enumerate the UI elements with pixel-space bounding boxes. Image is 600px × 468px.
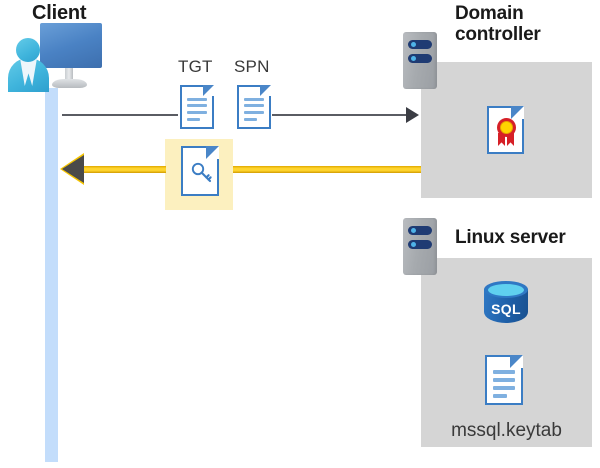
client-title: Client bbox=[32, 2, 87, 24]
certificate-document-icon bbox=[487, 106, 524, 154]
doc-text-line bbox=[187, 104, 207, 107]
response-arrow-segment-left bbox=[78, 166, 166, 173]
domain-controller-title: Domain controller bbox=[455, 3, 541, 46]
keytab-document-icon bbox=[485, 355, 523, 405]
tgt-label: TGT bbox=[178, 57, 213, 76]
ribbon-tail-right-icon bbox=[507, 133, 514, 146]
keytab-filename-label: mssql.keytab bbox=[451, 420, 562, 441]
ribbon-tail-left-icon bbox=[498, 133, 505, 146]
monitor-screen-icon bbox=[40, 23, 102, 68]
server-bay-icon bbox=[408, 54, 432, 63]
domain-controller-server-icon bbox=[403, 32, 437, 89]
doc-text-line bbox=[493, 386, 515, 390]
doc-text-line bbox=[187, 118, 200, 121]
doc-text-line bbox=[493, 378, 515, 382]
response-arrow-segment-right bbox=[219, 166, 421, 173]
tgt-document-icon bbox=[180, 85, 214, 129]
client-workstation-icon bbox=[8, 22, 104, 92]
seal-inner-icon bbox=[500, 121, 513, 134]
service-ticket-key-document-icon bbox=[181, 146, 219, 196]
doc-text-line bbox=[187, 111, 207, 114]
doc-text-line bbox=[244, 98, 264, 101]
sql-database-icon: SQL bbox=[484, 281, 528, 331]
doc-text-line bbox=[244, 104, 264, 107]
doc-text-line bbox=[244, 111, 264, 114]
server-bay-icon bbox=[408, 240, 432, 249]
response-arrow-head-icon bbox=[62, 155, 84, 183]
doc-text-line bbox=[187, 98, 207, 101]
request-arrow-segment-right bbox=[272, 114, 414, 116]
server-bay-icon bbox=[408, 226, 432, 235]
page-fold-icon bbox=[511, 106, 524, 119]
key-icon bbox=[191, 162, 212, 183]
page-fold-icon bbox=[206, 146, 219, 159]
request-arrow-segment-left bbox=[62, 114, 178, 116]
doc-text-line bbox=[244, 118, 257, 121]
spn-document-icon bbox=[237, 85, 271, 129]
person-head-icon bbox=[16, 38, 40, 62]
client-lifeline bbox=[45, 88, 58, 462]
person-collar-icon bbox=[20, 58, 37, 86]
request-arrow-head-icon bbox=[406, 107, 419, 123]
page-fold-icon bbox=[203, 85, 214, 96]
doc-text-line bbox=[493, 370, 515, 374]
page-fold-icon bbox=[510, 355, 523, 368]
database-top-inner-icon bbox=[488, 284, 524, 296]
sql-label: SQL bbox=[491, 301, 521, 317]
doc-text-line bbox=[493, 394, 507, 398]
server-bay-icon bbox=[408, 40, 432, 49]
monitor-base-icon bbox=[52, 79, 87, 88]
page-fold-icon bbox=[260, 85, 271, 96]
linux-server-title: Linux server bbox=[455, 227, 566, 248]
spn-label: SPN bbox=[234, 57, 270, 76]
linux-server-icon bbox=[403, 218, 437, 275]
monitor-stand-icon bbox=[65, 68, 73, 80]
